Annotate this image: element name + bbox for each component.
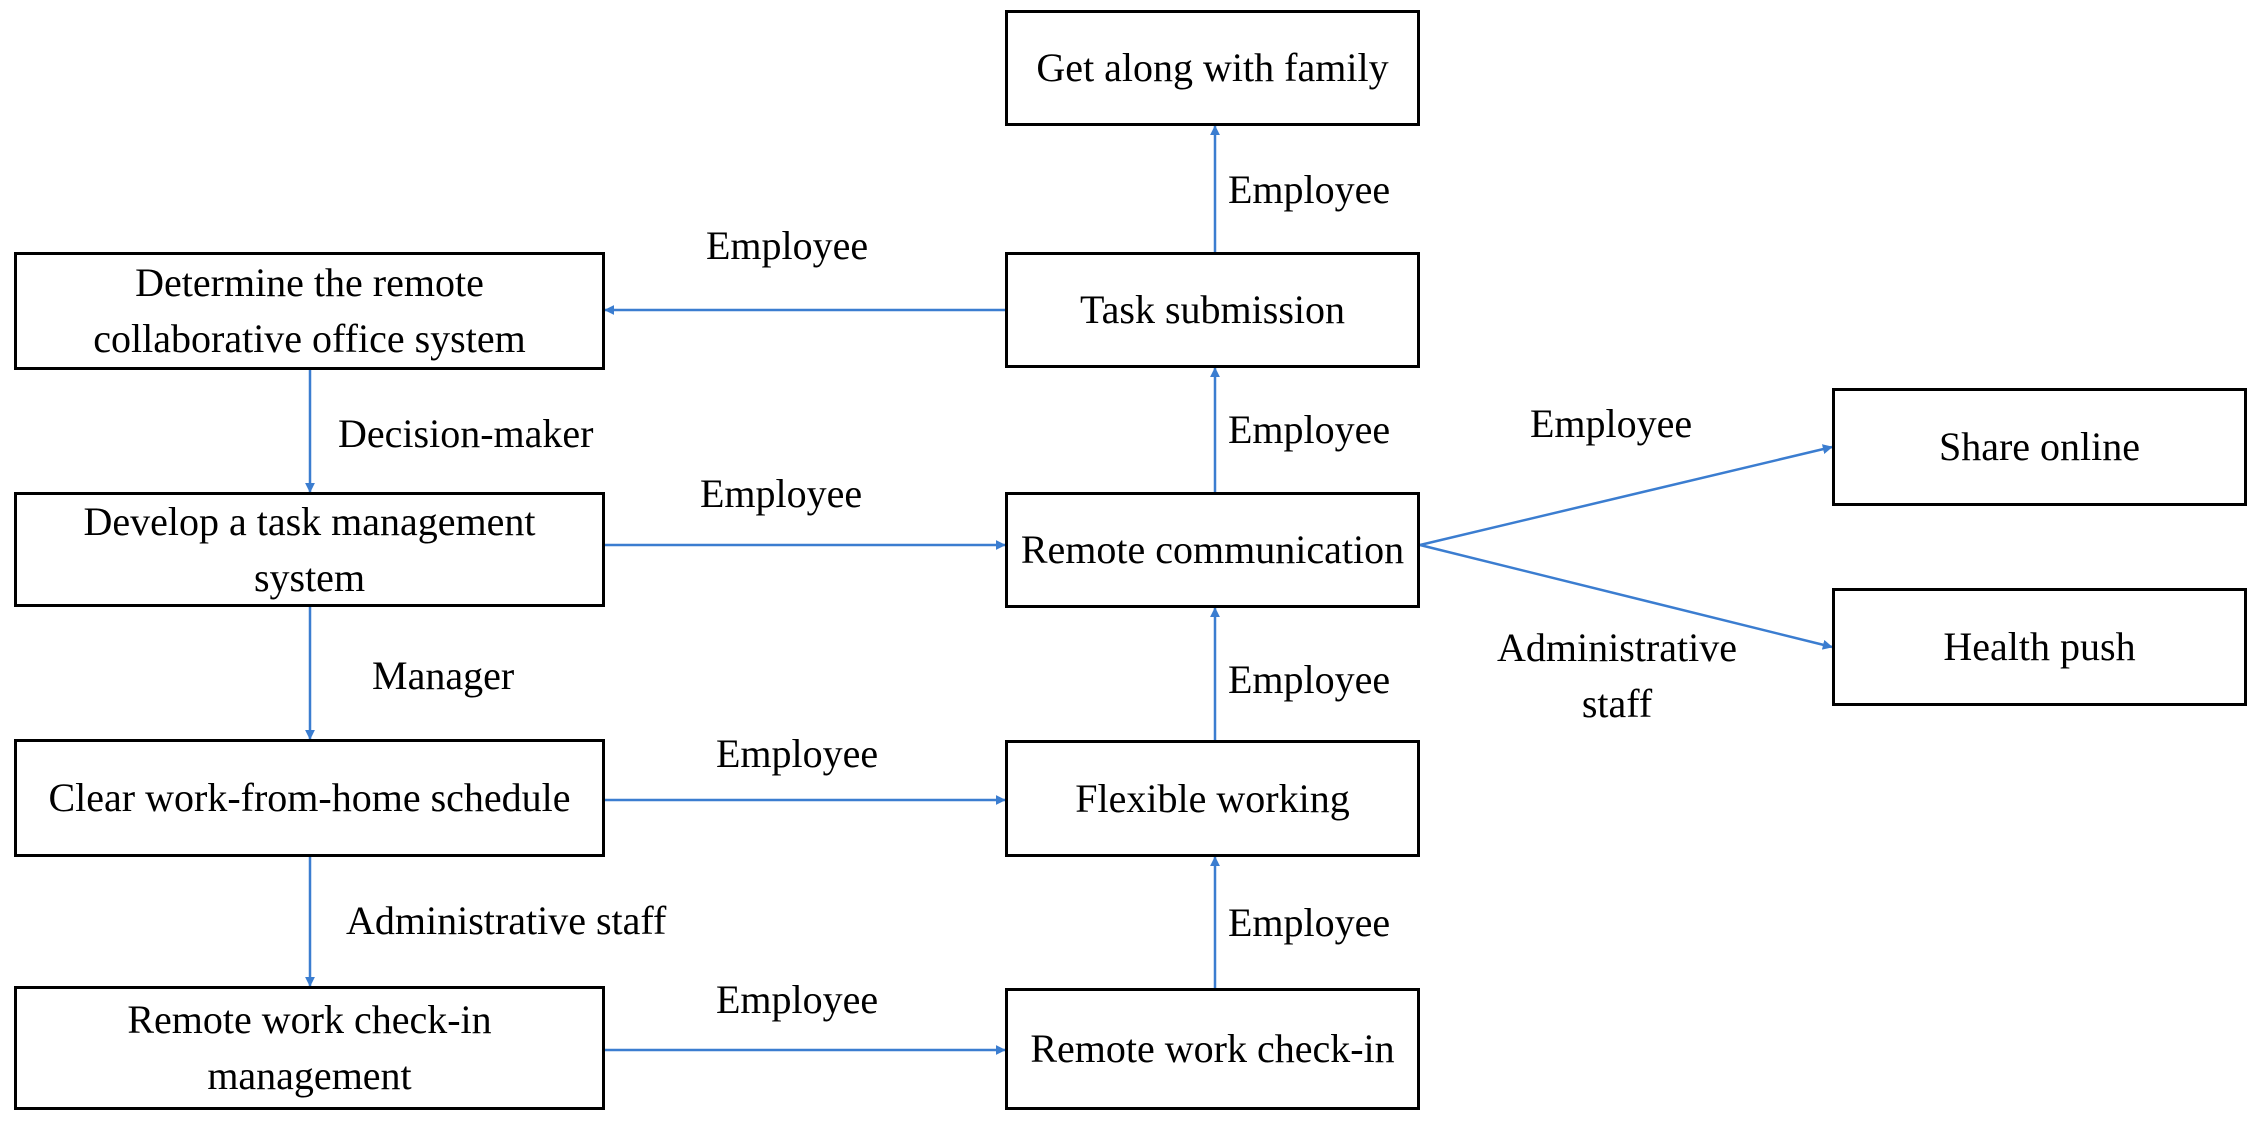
node-health-push-text: Health push (1943, 624, 2136, 669)
node-clear-schedule: Clear work-from-home schedule (14, 739, 605, 857)
edge-label-develop-to-clear: Manager (372, 653, 515, 698)
node-remote-communication: Remote communication (1005, 492, 1420, 608)
edge-label-flexible-to-communication: Employee (1228, 657, 1391, 702)
node-remote-checkin: Remote work check-in (1005, 988, 1420, 1110)
node-health-push: Health push (1832, 588, 2247, 706)
edge-label-clear-to-flexible: Employee (716, 731, 879, 776)
edge-label-communication-to-share: Employee (1530, 401, 1693, 446)
node-develop-task-mgmt: Develop a task management system (14, 492, 605, 607)
node-flexible-working-text: Flexible working (1075, 775, 1350, 821)
edge-label-checkin-mgmt-to-checkin: Employee (716, 977, 879, 1022)
node-determine-system: Determine the remote collaborative offic… (14, 252, 605, 370)
node-checkin-mgmt-text: Remote work check-in management (127, 997, 492, 1098)
node-share-online-text: Share online (1938, 424, 2141, 469)
edge-label-clear-to-checkin-mgmt: Administrative staff (346, 898, 667, 943)
edge-label-communication-to-health: Administrative staff (1497, 625, 1737, 726)
node-checkin-mgmt: Remote work check-in management (14, 986, 605, 1110)
node-flexible-working: Flexible working (1005, 740, 1420, 857)
edge-label-communication-to-submission: Employee (1228, 407, 1391, 452)
node-get-along-family: Get along with family (1005, 10, 1420, 126)
node-remote-communication-text: Remote communication (1020, 527, 1405, 572)
arrow-communication-to-share (1419, 444, 1833, 547)
node-task-submission: Task submission (1005, 252, 1420, 368)
edge-label-determine-to-develop: Decision-maker (338, 411, 594, 456)
node-task-submission-text: Task submission (1080, 287, 1345, 332)
node-get-along-family-text: Get along with family (1036, 45, 1389, 90)
node-develop-task-mgmt-text: Develop a task management system (83, 498, 536, 600)
edge-label-develop-to-communication: Employee (700, 471, 863, 516)
node-share-online: Share online (1832, 388, 2247, 506)
edge-label-submission-to-family: Employee (1228, 167, 1391, 212)
node-clear-schedule-text: Clear work-from-home schedule (48, 775, 571, 820)
edge-label-checkin-to-flexible: Employee (1228, 900, 1391, 945)
node-remote-checkin-text: Remote work check-in (1030, 1026, 1395, 1071)
node-determine-system-text: Determine the remote collaborative offic… (93, 260, 526, 361)
arrow-communication-to-health (1419, 543, 1833, 650)
edge-label-submission-to-determine: Employee (706, 223, 869, 268)
